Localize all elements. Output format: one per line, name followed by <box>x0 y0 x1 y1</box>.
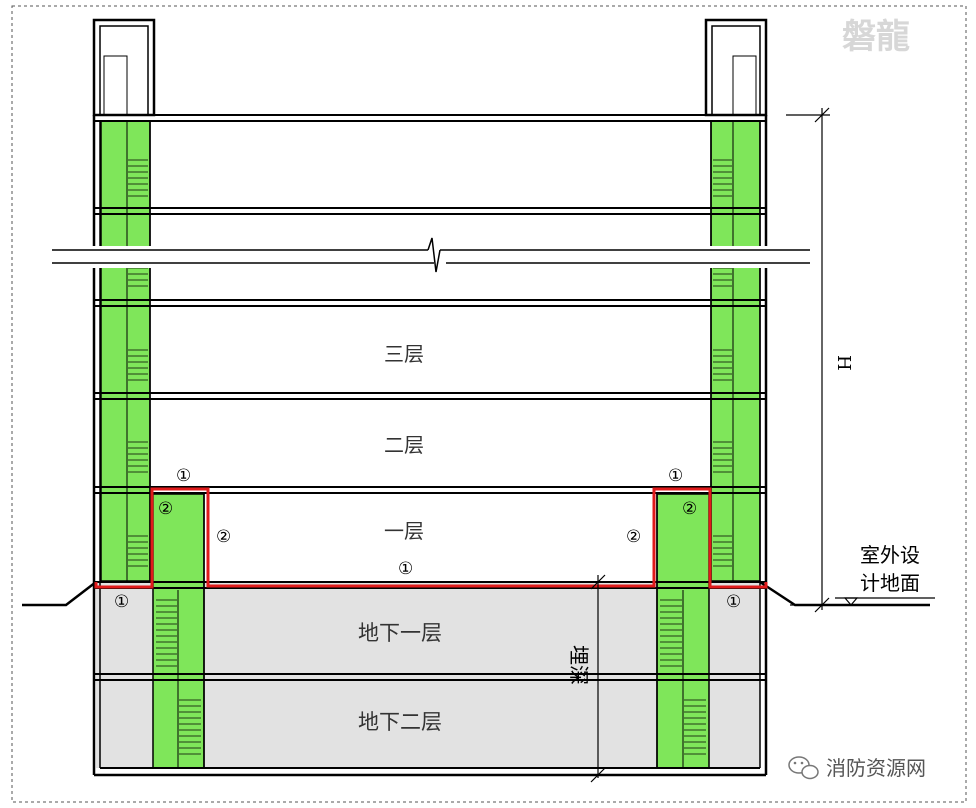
floor-label-first: 一层 <box>384 519 424 543</box>
marker-one-right-top: ① <box>668 466 683 486</box>
left-basement-stair <box>152 493 205 769</box>
boundary-line-red <box>94 487 768 589</box>
break-line <box>52 237 810 273</box>
floor-label-third: 三层 <box>384 342 424 366</box>
left-stair-tower-upper <box>100 120 151 582</box>
floor-label-basement1: 地下一层 <box>358 621 442 645</box>
watermark-logo: 磐龍 <box>842 17 910 57</box>
wechat-icon <box>788 756 819 780</box>
depth-dimension <box>590 574 606 783</box>
marker-one-center: ① <box>398 559 413 579</box>
marker-one-right-bottom: ① <box>726 592 741 612</box>
ground-label-line1: 室外设 <box>860 543 920 567</box>
height-dimension <box>786 107 835 613</box>
marker-two-left-inner: ② <box>158 499 173 519</box>
floor-label-basement2: 地下二层 <box>358 710 442 734</box>
marker-two-right-outer: ② <box>626 527 641 547</box>
floor-label-second: 二层 <box>384 433 424 457</box>
marker-one-left-top: ① <box>176 466 191 486</box>
marker-two-right-inner: ② <box>682 499 697 519</box>
depth-label: 埋深 <box>567 645 591 685</box>
page-frame <box>11 5 967 803</box>
height-label: H <box>833 355 854 371</box>
building-structure <box>92 18 768 777</box>
source-watermark: 消防资源网 <box>826 756 926 780</box>
right-basement-stair <box>656 493 710 769</box>
ground-line-left <box>22 581 97 607</box>
marker-one-left-bottom: ① <box>114 592 129 612</box>
right-stair-tower-upper <box>710 120 761 582</box>
marker-two-left-outer: ② <box>216 527 231 547</box>
ground-label-line2: 计地面 <box>860 571 920 595</box>
ground-level-marker <box>835 597 935 606</box>
